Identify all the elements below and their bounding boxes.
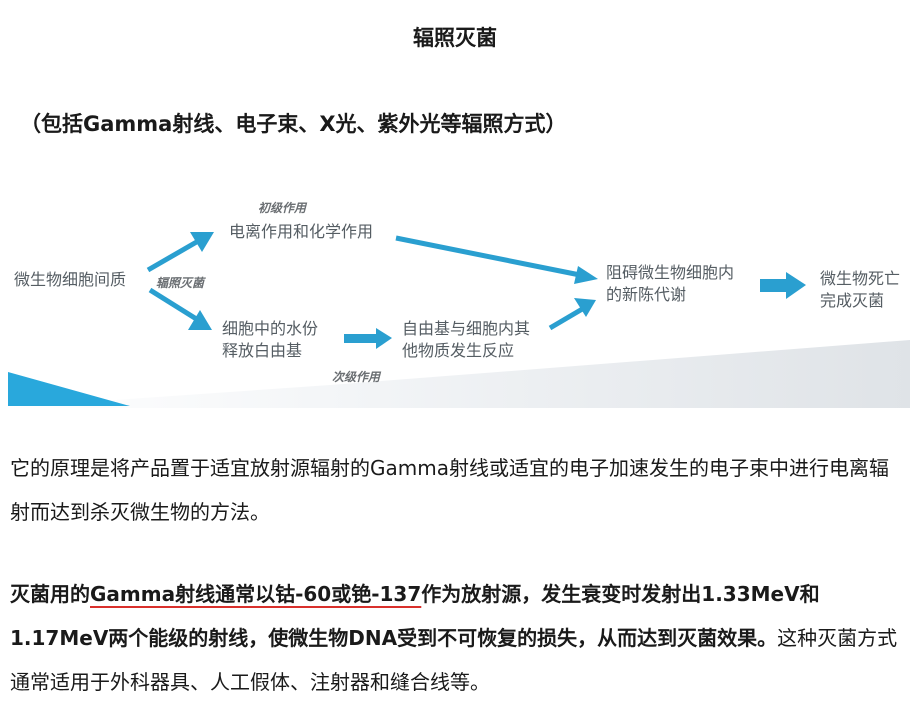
water-label-line2: 释放白由基 — [222, 341, 303, 360]
secondary-tag: 次级作用 — [332, 370, 381, 384]
water-label-line1: 细胞中的水份 — [222, 319, 319, 338]
result-label-line1: 微生物死亡 — [820, 269, 901, 288]
principle-paragraph: 它的原理是将产品置于适宜放射源辐射的Gamma射线或适宜的电子加速发生的电子束中… — [10, 456, 889, 524]
arrow-block-to-result — [760, 272, 806, 299]
start-label: 微生物细胞间质 — [14, 270, 127, 289]
application-text: 这种灭菌方式通常适用于外科器具、人工假体、注射器和缝合线等。 — [10, 626, 898, 694]
arrow-to-water — [148, 287, 212, 330]
primary-tag: 初级作用 — [258, 201, 307, 215]
page-subtitle: （包括Gamma射线、电子束、X光、紫外光等辐照方式） — [20, 112, 567, 136]
diagram-graphics — [0, 232, 910, 408]
page-title: 辐照灭菌 — [413, 26, 497, 50]
radical-label-line2: 他物质发生反应 — [402, 341, 515, 360]
block-label-line1: 阻碍微生物细胞内 — [606, 263, 735, 282]
arrow-radical-to-block — [548, 298, 596, 331]
blue-band — [8, 372, 130, 406]
bold-detail: 作为放射源，发生衰变时发射出1.33MeV和1.17MeV两个能级的射线，使微生… — [10, 582, 820, 650]
sterilization-flow-diagram: 微生物细胞间质 辐照灭菌 初级作用 电离作用和化学作用 细胞中的水份 释放白由基… — [0, 180, 910, 410]
arrow-to-primary — [146, 232, 214, 273]
radical-label-line1: 自由基与细胞内其 — [402, 319, 531, 338]
result-label-line2: 完成灭菌 — [820, 291, 885, 310]
irradiation-tag: 辐照灭菌 — [156, 276, 205, 290]
arrow-primary-to-block — [395, 235, 598, 284]
background-wedge — [0, 340, 910, 408]
bold-intro: 灭菌用的 — [10, 582, 90, 606]
arrow-water-to-radical — [344, 328, 392, 349]
underlined-source: Gamma射线通常以钴-60或铯-137 — [90, 582, 422, 606]
block-label-line2: 的新陈代谢 — [606, 285, 687, 304]
primary-effect-label: 电离作用和化学作用 — [229, 222, 374, 241]
gamma-source-paragraph: 灭菌用的Gamma射线通常以钴-60或铯-137作为放射源，发生衰变时发射出1.… — [10, 572, 900, 704]
